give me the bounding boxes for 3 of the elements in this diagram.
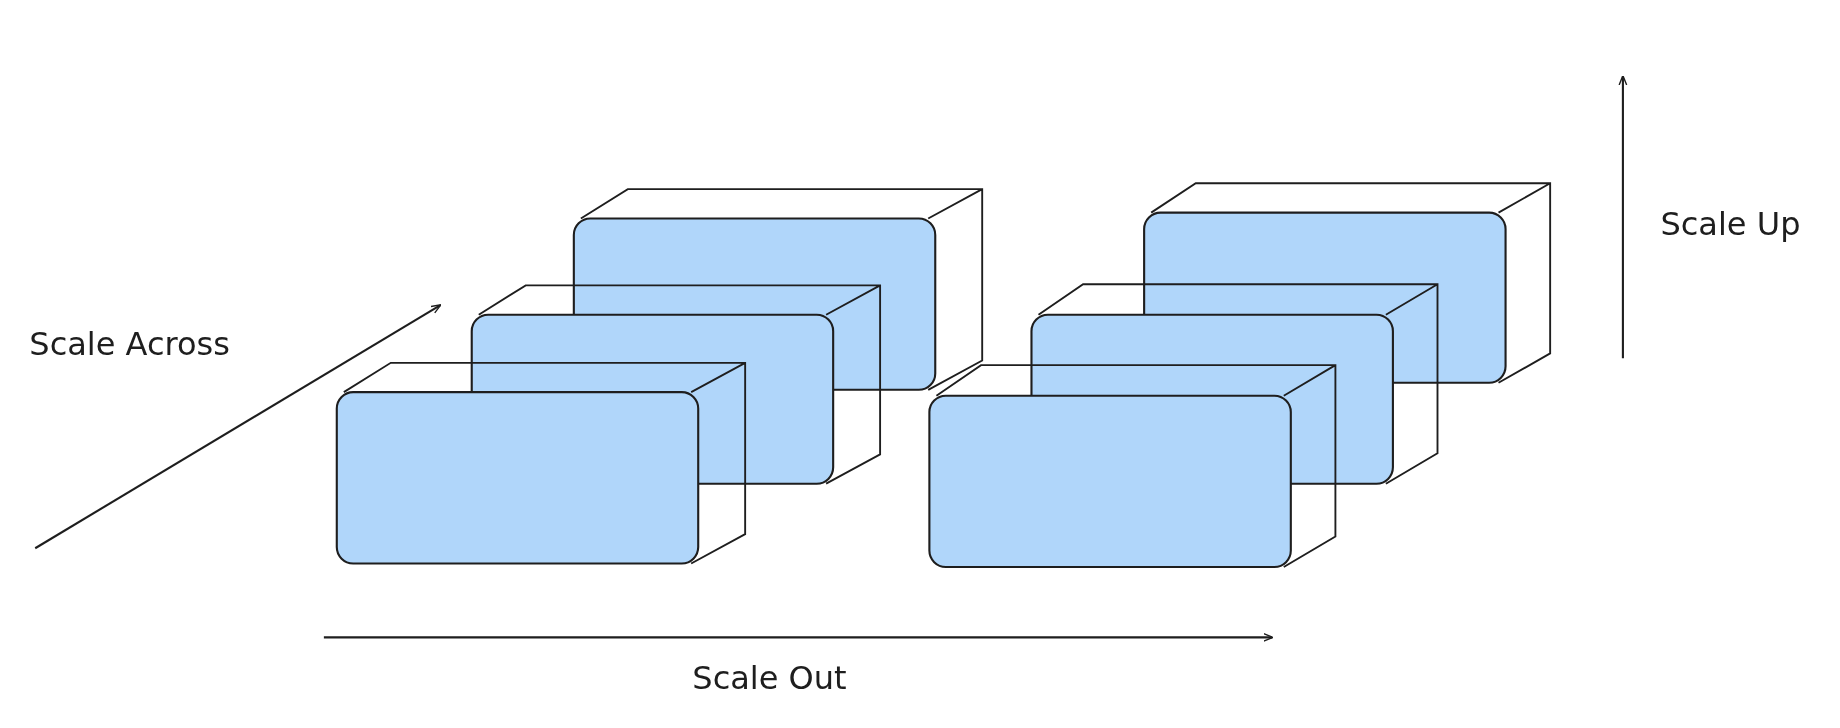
direction-label: Scale Out [692, 659, 847, 698]
direction-label: Scale Up [1660, 205, 1801, 244]
direction-label: Scale Across [29, 325, 230, 364]
